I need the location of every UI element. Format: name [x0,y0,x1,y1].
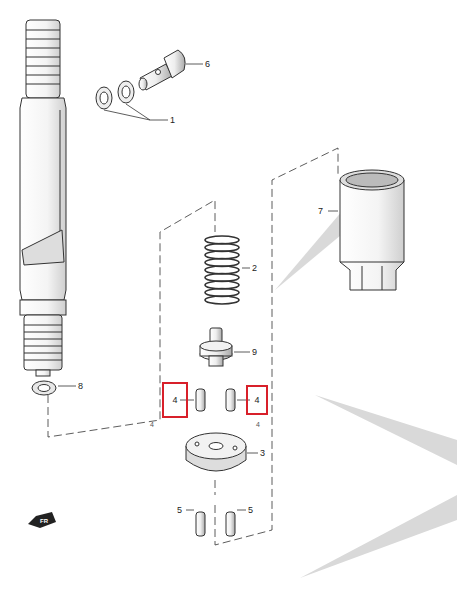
callout-number: 5 [177,505,182,515]
pressure-spring [205,236,239,304]
watermark-shape [315,395,457,465]
callout-number: 4 [150,420,154,430]
seal-washer [32,381,56,395]
dowel-pin [196,512,235,536]
callout-number: 9 [252,347,257,357]
callout-number: 1 [170,115,175,125]
nozzle-holder [20,20,66,376]
assembly-bracket [48,148,338,545]
callout-number: 4 [172,395,177,405]
front-arrow [28,512,56,528]
banjo-bolt [139,50,185,90]
callout-number: 8 [78,381,83,391]
callout-number: 3 [260,448,265,458]
highlight-box: 4 [246,385,268,415]
direction-mark: FR [40,516,48,526]
watermark-shape [300,495,457,578]
callout-number: 4 [254,395,259,405]
callout-number: 4 [256,420,260,430]
callout-number: 7 [318,206,323,216]
callout-number: 6 [205,59,210,69]
dowel-pin [196,389,235,411]
retaining-nut [340,170,404,290]
gasket-washers [96,81,134,109]
callout-number: 2 [252,263,257,273]
spacer-disc [186,433,246,471]
push-rod [200,328,232,366]
callout-number: 5 [248,505,253,515]
highlight-box: 4 [162,382,188,418]
